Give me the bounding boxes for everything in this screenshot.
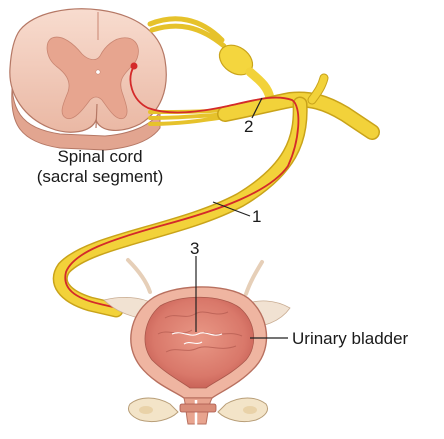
pelvic-nerve [54, 98, 307, 316]
leader-2 [251, 97, 263, 119]
central-canal [95, 69, 101, 75]
urinary-bladder [103, 258, 291, 430]
dorsal-root-distal [245, 67, 275, 103]
marker-1: 1 [252, 207, 261, 226]
label-spinal-cord-line1: Spinal cord [57, 147, 142, 166]
label-spinal-cord-line2: (sacral segment) [37, 167, 164, 186]
left-bone-marrow [139, 406, 153, 414]
right-pubic-bone [217, 397, 269, 423]
marker-3: 3 [190, 239, 199, 258]
right-ureter [244, 260, 264, 296]
anterior-fissure [95, 103, 98, 129]
spinal-cord-gray-matter [46, 36, 139, 120]
pelvic-bones [127, 397, 269, 423]
marker-2: 2 [244, 117, 253, 136]
right-bone-marrow [243, 406, 257, 414]
leader-1 [212, 201, 251, 217]
dorsal-root [147, 16, 275, 103]
left-pubic-bone [127, 397, 179, 423]
leader-lines [195, 97, 288, 339]
left-ureter [126, 258, 152, 294]
axon-cell-body [130, 62, 138, 70]
urethral-sphincter [179, 403, 217, 413]
dorsal-rootlets [147, 16, 227, 49]
nerve-branch-upper-fill [308, 74, 328, 104]
pelvic-nerve-outline [52, 96, 308, 318]
bladder-nerve-fibers [171, 332, 223, 345]
spinal-cord-depth [11, 69, 161, 151]
label-urinary-bladder: Urinary bladder [292, 329, 409, 348]
spinal-cord-section [9, 8, 167, 151]
bladder-rugae [157, 311, 243, 353]
